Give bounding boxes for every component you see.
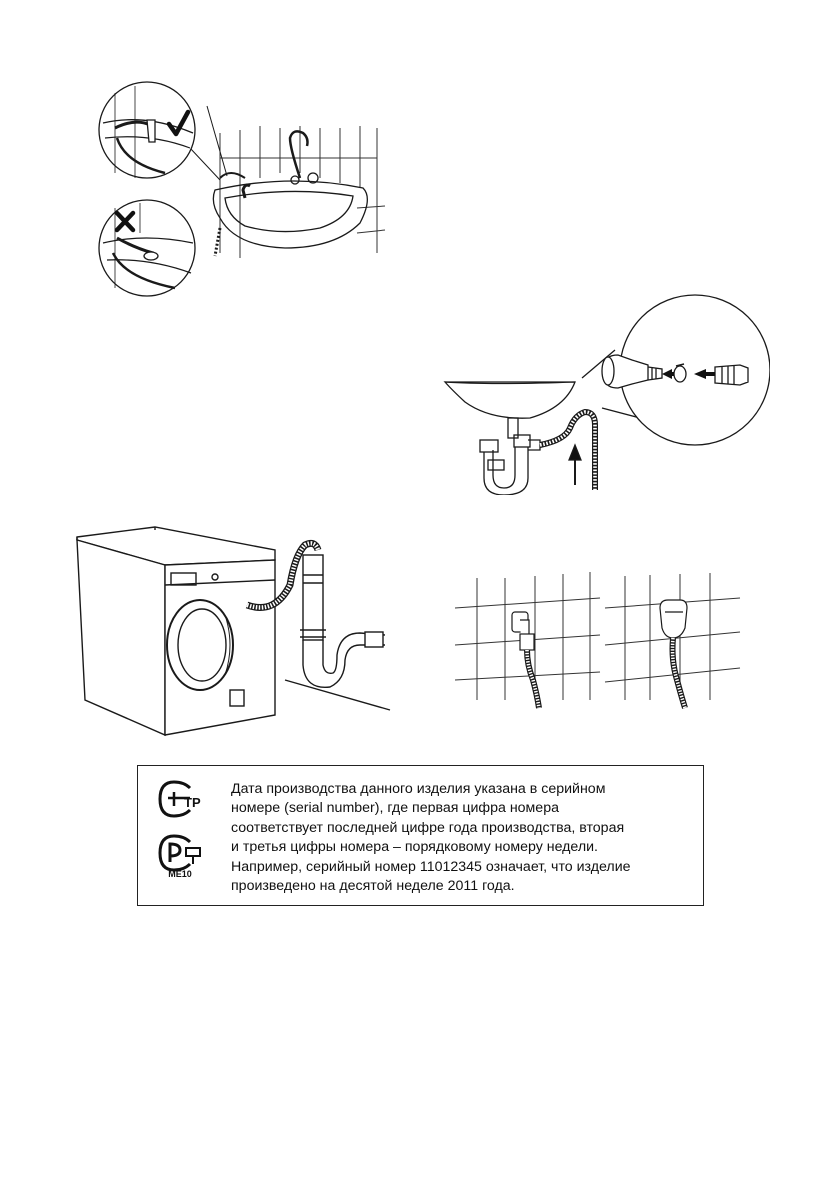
certification-notice: ТР ME10 Дата производства данного издели… (137, 765, 704, 906)
text-line: соответствует последней цифре года произ… (231, 819, 625, 836)
sink-underside (443, 381, 576, 419)
siphon-connection-figure (440, 290, 770, 495)
text-line: произведено на десятой неделе 2011 года. (231, 878, 515, 895)
wall-outlet-left (511, 611, 535, 651)
wall-outlet-right (659, 599, 688, 639)
text-line: Например, серийный номер 11012345 означа… (231, 858, 631, 875)
cross-icon (114, 210, 136, 233)
sink-hook-figure (95, 78, 395, 303)
wall-tiles (219, 126, 386, 258)
washer-standpipe-figure (75, 525, 395, 740)
washing-machine (76, 526, 276, 737)
sink-basin (212, 180, 368, 249)
hose-adapter-detail (601, 294, 770, 446)
rst-certification-mark (158, 834, 201, 872)
text-line: Дата производства данного изделия указан… (231, 781, 606, 797)
text-line: номере (serial number), где первая цифра… (231, 800, 559, 817)
correct-detail (98, 81, 196, 179)
serial-number-explanation: Дата производства данного изделия указан… (231, 780, 693, 896)
wall-drain-figure (455, 570, 745, 710)
logo-code: ME10 (168, 869, 192, 879)
wrong-detail (98, 199, 196, 297)
eac-tr-mark: ТР (158, 780, 201, 818)
standpipe (300, 554, 386, 689)
text-line: и третья цифры номера – порядковому номе… (231, 839, 598, 856)
arrow-up-icon (568, 443, 582, 485)
check-icon (166, 109, 191, 137)
svg-text:ТР: ТР (184, 795, 201, 810)
siphon (479, 417, 541, 495)
certification-logos: ТР (156, 780, 216, 900)
faucet (288, 130, 309, 179)
arrow-left-icon (662, 369, 715, 379)
